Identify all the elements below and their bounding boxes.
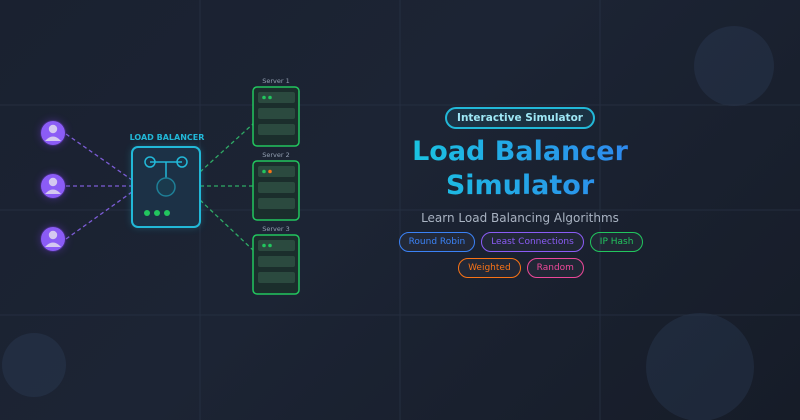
- user-icon: [45, 124, 61, 141]
- client-2: [40, 173, 66, 199]
- client-connections: [65, 133, 133, 240]
- server-label: Server 1: [262, 77, 290, 85]
- subtitle: Learn Load Balancing Algorithms: [421, 211, 619, 225]
- load-balancer: [131, 146, 201, 228]
- tag-weighted: Weighted: [458, 258, 521, 278]
- load-balancer-label: LOAD BALANCER: [130, 133, 205, 142]
- server-label: Server 3: [262, 225, 290, 233]
- user-icon: [45, 230, 61, 247]
- interactive-simulator-badge: Interactive Simulator: [445, 107, 595, 129]
- algorithm-tags: Round Robin Least Connections IP Hash We…: [398, 232, 644, 278]
- status-dot: [154, 210, 160, 216]
- user-icon: [45, 177, 61, 194]
- hero-text: Interactive Simulator Load Balancer Simu…: [400, 106, 640, 225]
- server-1: Server 1: [252, 77, 300, 147]
- client-3: [40, 226, 66, 252]
- title-line-2: Simulator: [445, 170, 595, 201]
- tag-least-connections: Least Connections: [481, 232, 584, 252]
- server-connections: [199, 122, 255, 252]
- server-status-dot: [268, 169, 272, 174]
- server-2: Server 2: [252, 151, 300, 221]
- tag-ip-hash: IP Hash: [589, 232, 644, 252]
- server-status-dot: [268, 243, 272, 248]
- server-label: Server 2: [262, 151, 290, 159]
- page-title: Load Balancer Simulator: [400, 135, 640, 203]
- title-line-1: Load Balancer: [412, 136, 628, 167]
- decorative-circle-bottom-left: [2, 333, 66, 397]
- tag-round-robin: Round Robin: [398, 232, 476, 252]
- tag-random: Random: [526, 258, 584, 278]
- server-3: Server 3: [252, 225, 300, 295]
- server-status-dot: [262, 169, 266, 174]
- status-dot: [164, 210, 170, 216]
- server-status-dot: [268, 95, 272, 100]
- status-dot: [144, 210, 150, 216]
- server-status-dot: [262, 95, 266, 100]
- server-status-dot: [262, 243, 266, 248]
- balancer-icon: [144, 156, 188, 197]
- decorative-circle-top-right: [694, 26, 774, 106]
- client-1: [40, 120, 66, 146]
- decorative-circle-bottom-right: [646, 313, 754, 420]
